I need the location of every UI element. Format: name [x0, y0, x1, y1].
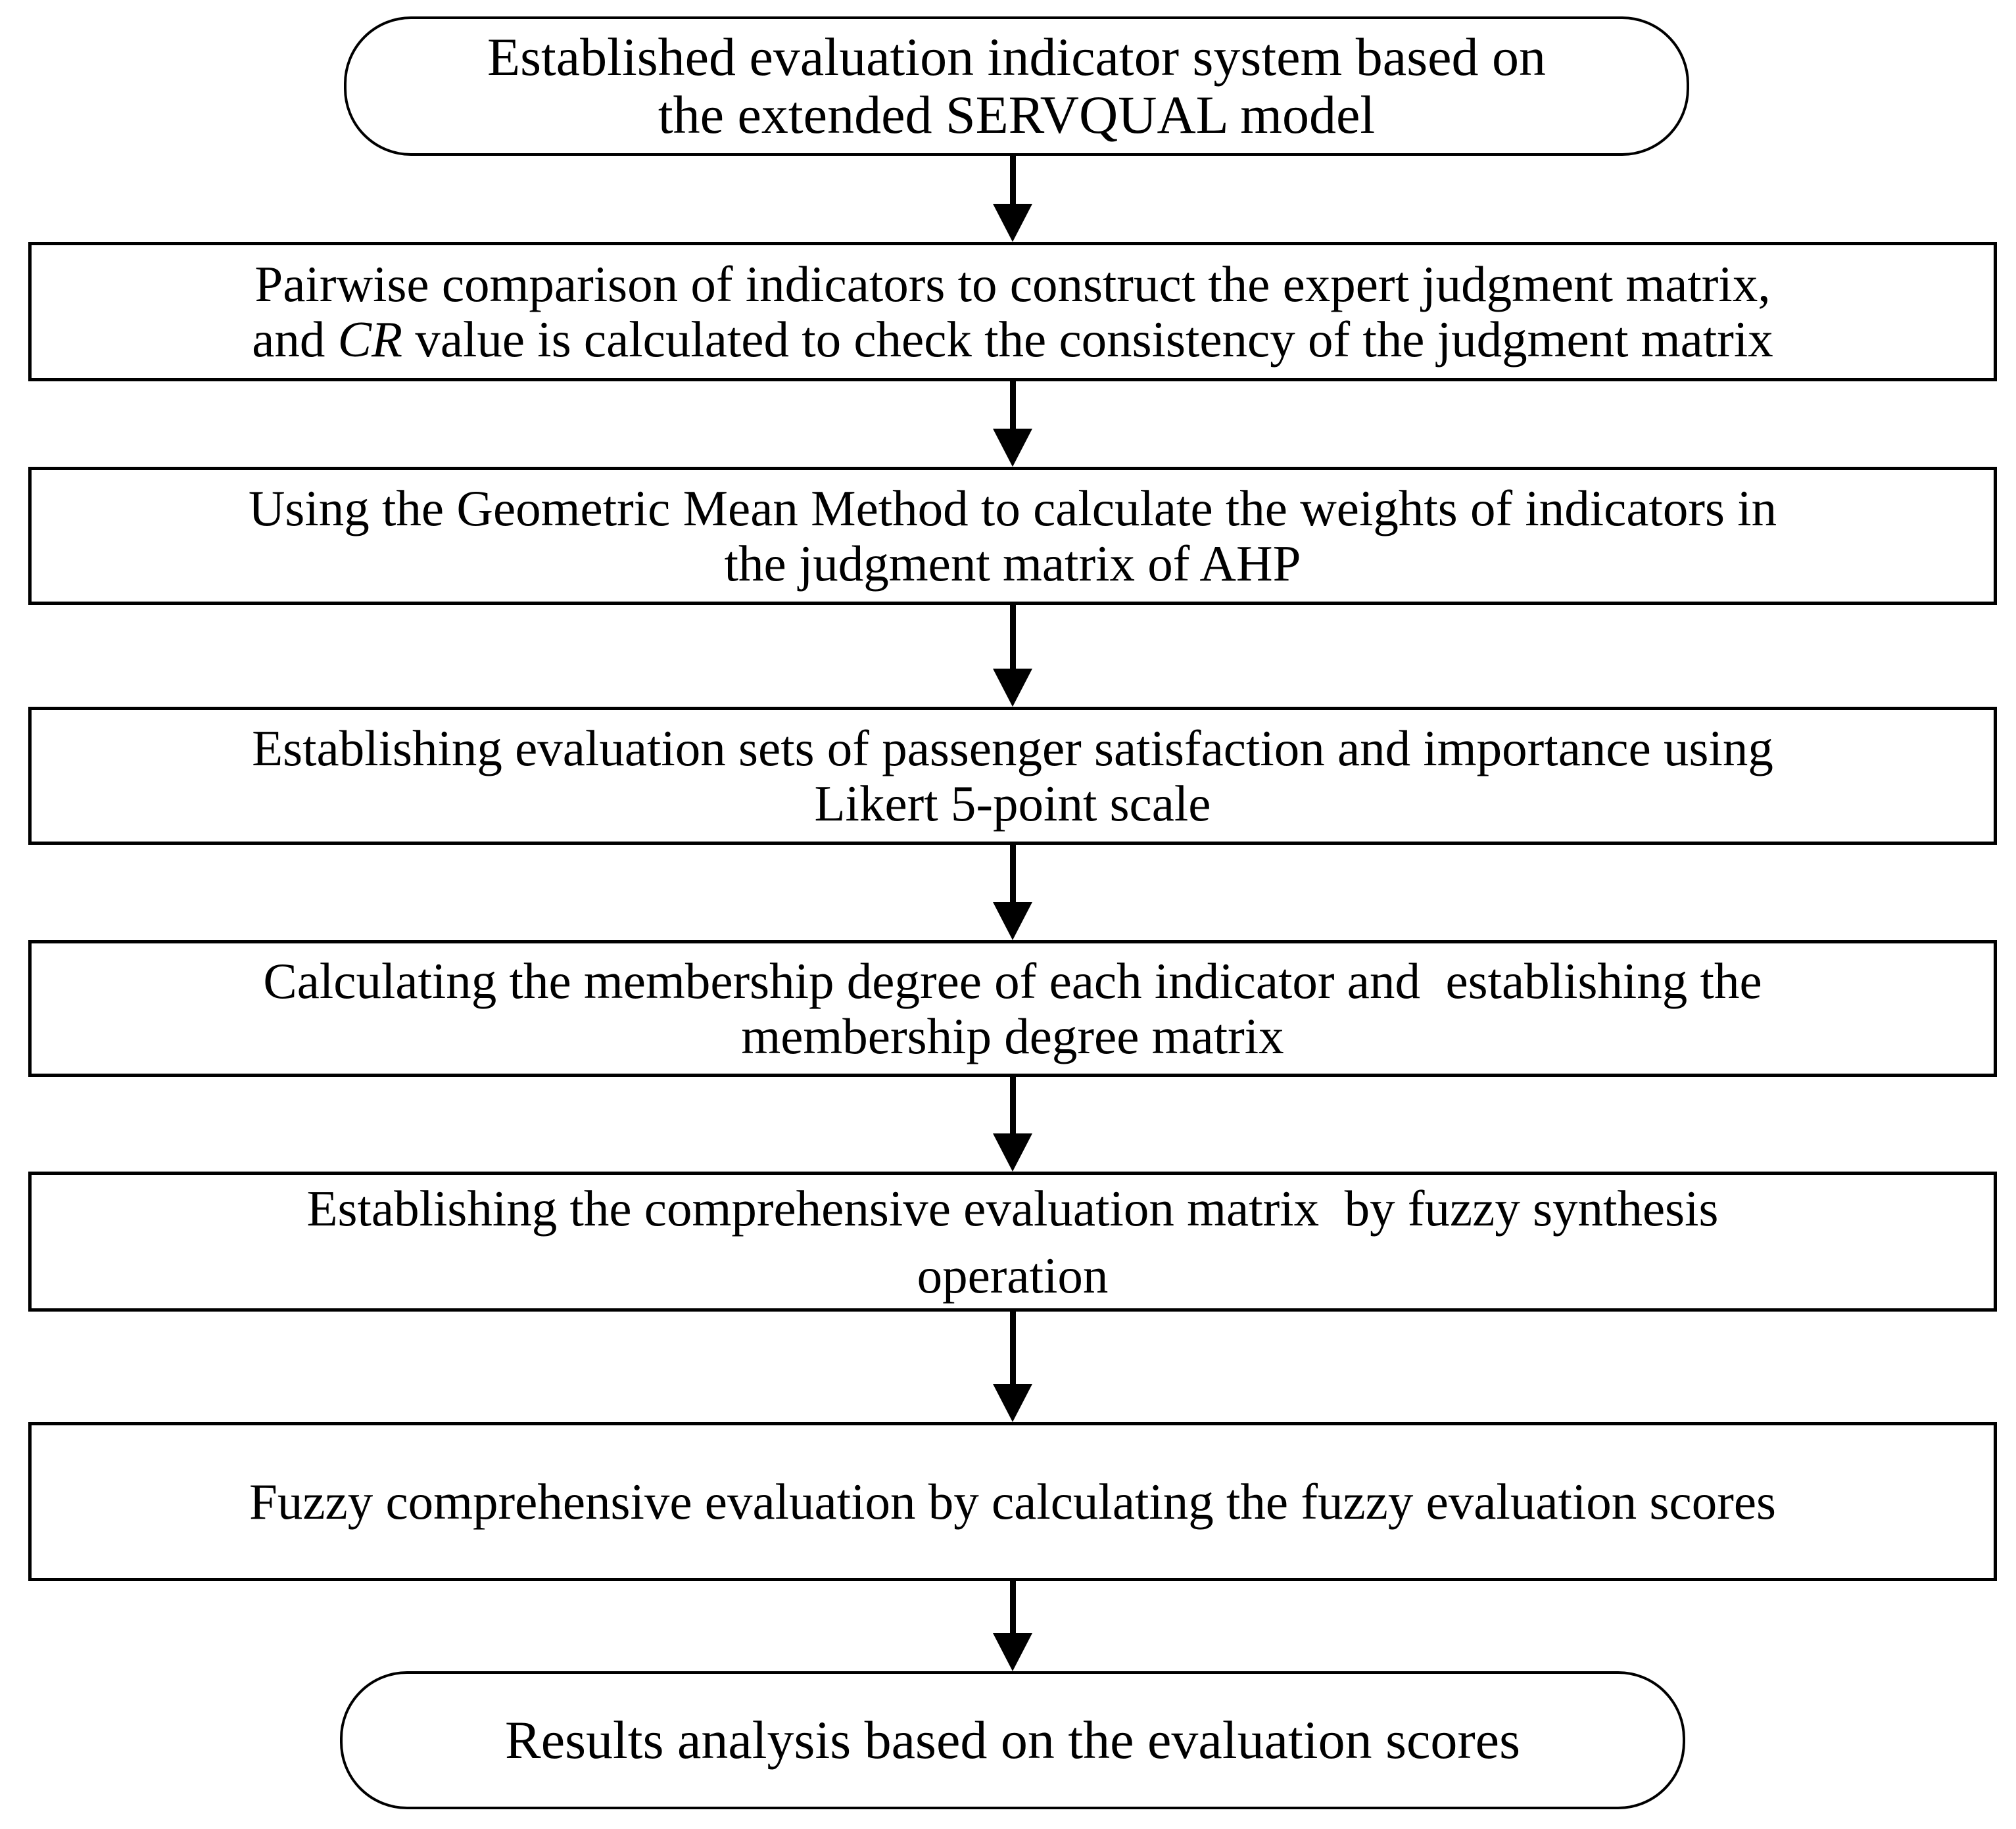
arrow-down-icon [993, 429, 1032, 467]
flow-arrow [993, 1312, 1032, 1422]
arrow-stem [1009, 1581, 1016, 1633]
node-text-line: Established evaluation indicator system … [487, 27, 1546, 87]
arrow-stem [1009, 1077, 1016, 1133]
arrow-stem [1009, 605, 1016, 669]
node-evaluation-sets: Establishing evaluation sets of passenge… [28, 707, 1997, 845]
node-results-terminal: Results analysis based on the evaluation… [340, 1671, 1685, 1809]
node-text-line: Pairwise comparison of indicators to con… [254, 256, 1771, 312]
arrow-stem [1009, 381, 1016, 429]
node-geometric-mean-weights: Using the Geometric Mean Method to calcu… [28, 467, 1997, 605]
cr-variable: CR [337, 311, 403, 368]
arrow-stem [1009, 1312, 1016, 1384]
arrow-down-icon [993, 1633, 1032, 1671]
node-text-segment: value is calculated to check the consist… [402, 311, 1773, 368]
node-text-line: Using the Geometric Mean Method to calcu… [248, 480, 1777, 536]
node-text-segment: and [252, 311, 338, 368]
node-pairwise-comparison: Pairwise comparison of indicators to con… [28, 242, 1997, 381]
arrow-stem [1009, 156, 1016, 204]
arrow-down-icon [993, 669, 1032, 707]
flow-arrow [993, 1077, 1032, 1172]
node-text-line: Fuzzy comprehensive evaluation by calcul… [249, 1473, 1776, 1530]
node-text-line: Calculating the membership degree of eac… [263, 953, 1762, 1009]
node-text-line: Establishing the comprehensive evaluatio… [306, 1179, 1719, 1237]
node-membership-degree: Calculating the membership degree of eac… [28, 940, 1997, 1077]
node-text-line: membership degree matrix [741, 1008, 1284, 1064]
arrow-down-icon [993, 1133, 1032, 1172]
node-text-line: Likert 5-point scale [814, 775, 1211, 832]
node-text-line: and CR value is calculated to check the … [252, 312, 1773, 367]
arrow-down-icon [993, 204, 1032, 242]
node-text-line: Results analysis based on the evaluation… [505, 1710, 1520, 1770]
arrow-down-icon [993, 902, 1032, 940]
node-text-line: the judgment matrix of AHP [724, 535, 1301, 592]
arrow-stem [1009, 845, 1016, 902]
flow-arrow [993, 605, 1032, 707]
node-text-line: Establishing evaluation sets of passenge… [252, 720, 1773, 776]
node-text-line: operation [917, 1247, 1109, 1304]
node-fuzzy-comprehensive-evaluation: Fuzzy comprehensive evaluation by calcul… [28, 1422, 1997, 1581]
arrow-down-icon [993, 1384, 1032, 1422]
flow-arrow [993, 156, 1032, 242]
node-text-line: the extended SERVQUAL model [658, 85, 1376, 145]
flow-arrow [993, 381, 1032, 467]
flow-arrow [993, 1581, 1032, 1671]
flow-arrow [993, 845, 1032, 940]
node-start-terminal: Established evaluation indicator system … [344, 16, 1689, 156]
node-comprehensive-evaluation-matrix: Establishing the comprehensive evaluatio… [28, 1172, 1997, 1312]
